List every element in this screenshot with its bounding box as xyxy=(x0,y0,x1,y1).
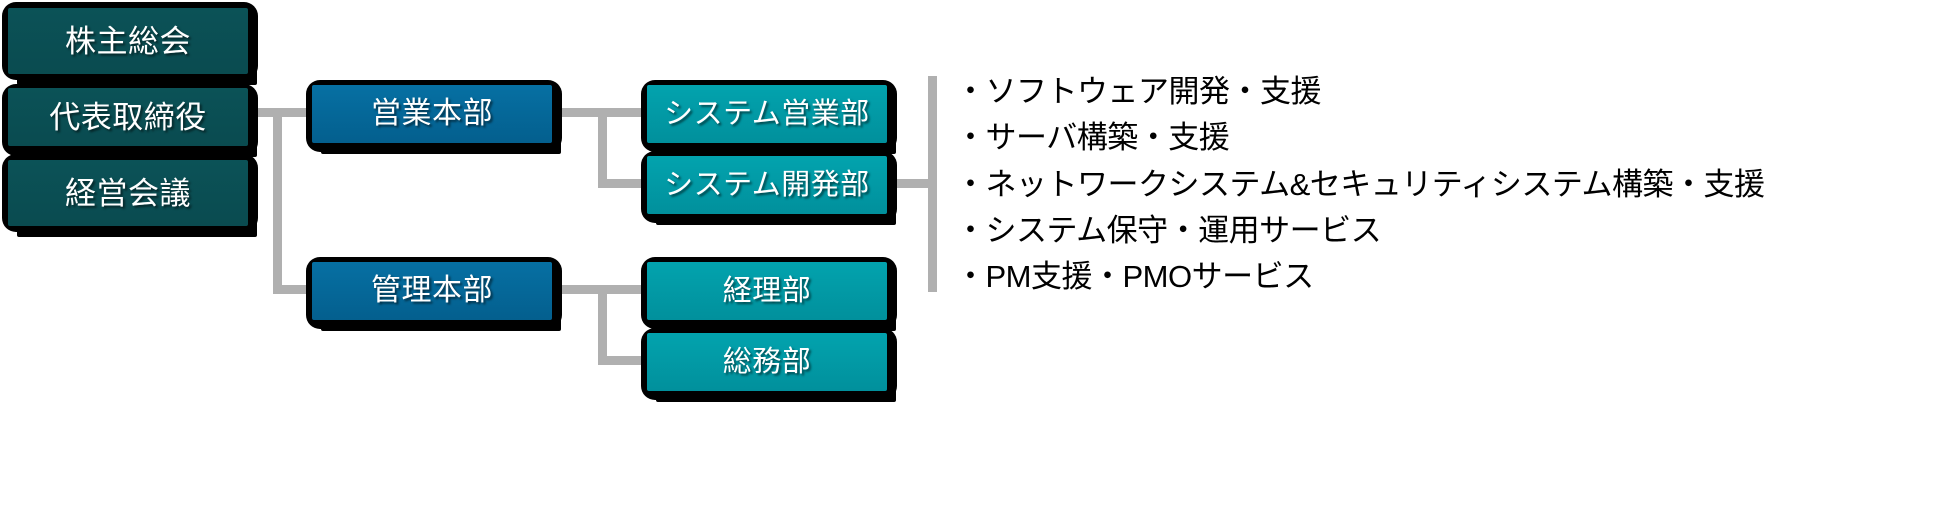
node-label: 株主総会 xyxy=(65,23,191,59)
connector-sales-to-system-sales xyxy=(598,108,653,117)
node-sales-headquarters[interactable]: 営業本部 xyxy=(312,85,552,143)
node-label: 総務部 xyxy=(722,345,812,378)
node-system-sales-dept[interactable]: システム営業部 xyxy=(647,85,887,143)
connector-system-dev-to-services xyxy=(884,179,932,188)
node-representative-director[interactable]: 代表取締役 xyxy=(8,88,248,146)
service-item: ・サーバ構築・支援 xyxy=(955,120,1230,156)
service-item: ・ネットワークシステム&セキュリティシステム構築・支援 xyxy=(955,166,1765,202)
connector-shareholders-to-director xyxy=(121,72,130,94)
service-item: ・システム保守・運用サービス xyxy=(955,212,1382,248)
services-list: ・ソフトウェア開発・支援 ・サーバ構築・支援 ・ネットワークシステム&セキュリテ… xyxy=(928,74,1765,294)
connector-admin-right-stub xyxy=(552,285,607,294)
node-label: システム営業部 xyxy=(664,97,870,130)
node-label: システム開発部 xyxy=(664,168,870,201)
connector-sales-to-system-dev xyxy=(598,179,653,188)
connector-admin-to-accounting xyxy=(598,285,653,294)
node-label: 代表取締役 xyxy=(49,99,207,135)
node-label: 営業本部 xyxy=(371,97,493,130)
connector-sales-dept-trunk xyxy=(598,108,607,188)
connector-trunk-to-sales xyxy=(273,108,317,117)
node-management-council[interactable]: 経営会議 xyxy=(8,160,248,226)
node-system-development-dept[interactable]: システム開発部 xyxy=(647,156,887,214)
services-vertical-bar xyxy=(928,76,937,292)
node-accounting-dept[interactable]: 経理部 xyxy=(647,262,887,320)
services-items: ・ソフトウェア開発・支援 ・サーバ構築・支援 ・ネットワークシステム&セキュリテ… xyxy=(955,74,1765,294)
connector-sales-right-stub xyxy=(552,108,607,117)
node-general-affairs-dept[interactable]: 総務部 xyxy=(647,333,887,391)
node-label: 管理本部 xyxy=(371,274,493,307)
service-item: ・ソフトウェア開発・支援 xyxy=(955,74,1322,109)
connector-admin-to-general-affairs xyxy=(598,356,653,365)
service-item: ・PM支援・PMOサービス xyxy=(955,259,1314,294)
node-administration-headquarters[interactable]: 管理本部 xyxy=(312,262,552,320)
connector-admin-dept-trunk xyxy=(598,285,607,365)
connector-headquarters-trunk xyxy=(273,108,282,286)
connector-director-right-stub xyxy=(244,108,282,117)
node-shareholders-meeting[interactable]: 株主総会 xyxy=(8,8,248,74)
connector-trunk-to-admin xyxy=(273,285,317,294)
node-label: 経理部 xyxy=(722,274,812,307)
node-label: 経営会議 xyxy=(65,175,191,211)
